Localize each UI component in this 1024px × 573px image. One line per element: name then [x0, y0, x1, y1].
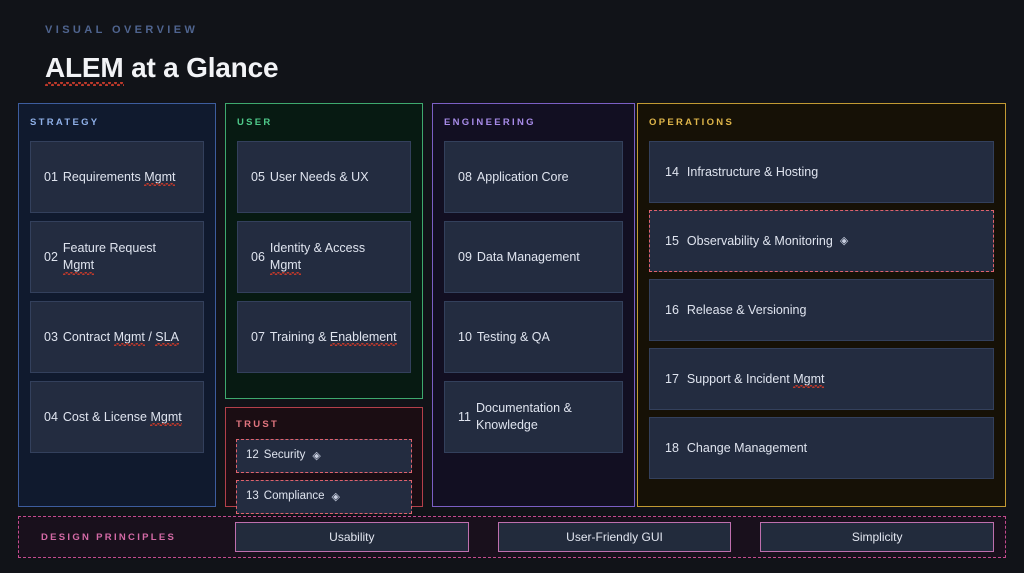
- column-operations: OPERATIONS 14 Infrastructure & Hosting 15 O…: [637, 103, 1006, 507]
- card-list-user: 05 User Needs & UX 06 Identity & Access Mgm…: [237, 141, 411, 373]
- eyebrow-label: VISUAL OVERVIEW: [45, 24, 199, 36]
- misspelled-word: SLA: [155, 329, 179, 347]
- capability-card[interactable]: 10 Testing & QA: [444, 301, 623, 373]
- principle-chip[interactable]: Usability: [235, 522, 469, 552]
- card-label: Compliance: [263, 490, 325, 503]
- card-label: Training & Enablement: [269, 329, 397, 347]
- card-number: 01: [44, 169, 58, 184]
- card-number: 05: [251, 169, 265, 184]
- card-label: Identity & Access Mgmt: [269, 241, 366, 275]
- card-label: Feature Request Mgmt: [62, 241, 157, 275]
- card-list-engineering: 08 Application Core 09 Data Management 10 Tes…: [444, 141, 623, 453]
- column-user: USER 05 User Needs & UX 06 Identity & Acces…: [225, 103, 423, 514]
- principle-chip-list: Usability User-Friendly GUI Simplicity: [235, 522, 995, 552]
- card-list-strategy: 01 Requirements Mgmt 02 Feature Request Mgm…: [30, 141, 204, 453]
- capability-card[interactable]: 17 Support & Incident Mgmt: [649, 348, 994, 410]
- panel-heading-user: USER: [237, 117, 273, 128]
- card-label: Application Core: [476, 169, 569, 184]
- card-number: 06: [251, 249, 265, 264]
- card-number: 09: [458, 249, 472, 264]
- panel-heading-strategy: STRATEGY: [30, 117, 100, 128]
- card-number: 10: [458, 329, 472, 344]
- card-label: Change Management: [686, 440, 808, 455]
- panel-engineering: ENGINEERING 08 Application Core 09 Data Man…: [432, 103, 635, 507]
- card-number: 12: [246, 449, 259, 462]
- capability-card[interactable]: 12 Security ◈: [236, 439, 412, 473]
- card-number: 14: [665, 164, 679, 179]
- panel-user: USER 05 User Needs & UX 06 Identity & Acces…: [225, 103, 423, 399]
- card-label: Contract Mgmt / SLA: [62, 329, 179, 347]
- capability-card[interactable]: 06 Identity & Access Mgmt: [237, 221, 411, 293]
- capability-card[interactable]: 11 Documentation & Knowledge: [444, 381, 623, 453]
- panel-heading-trust: TRUST: [236, 419, 280, 430]
- card-label: Observability & Monitoring: [686, 233, 833, 248]
- title-misspelled-word: ALEM: [45, 52, 124, 86]
- capability-card[interactable]: 14 Infrastructure & Hosting: [649, 141, 994, 203]
- capability-card[interactable]: 04 Cost & License Mgmt: [30, 381, 204, 453]
- capability-card[interactable]: 09 Data Management: [444, 221, 623, 293]
- panel-strategy: STRATEGY 01 Requirements Mgmt 02 Feature Re…: [18, 103, 216, 507]
- diamond-marker-icon: ◈: [312, 449, 321, 462]
- card-number: 17: [665, 371, 679, 386]
- capability-card[interactable]: 18 Change Management: [649, 417, 994, 479]
- card-number: 18: [665, 440, 679, 455]
- card-number: 02: [44, 249, 58, 264]
- title-rest: at a Glance: [123, 52, 279, 83]
- misspelled-word: Mgmt: [113, 329, 146, 347]
- card-number: 11: [458, 409, 471, 424]
- misspelled-word: Mgmt: [62, 258, 95, 275]
- misspelled-word: Mgmt: [269, 258, 302, 275]
- panel-heading-operations: OPERATIONS: [649, 117, 735, 128]
- diamond-marker-icon: ◈: [331, 490, 340, 503]
- panel-trust: TRUST 12 Security ◈ 13 Compliance ◈: [225, 407, 423, 514]
- panel-board: STRATEGY 01 Requirements Mgmt 02 Feature Re…: [18, 103, 1006, 514]
- card-label: Testing & QA: [476, 329, 550, 344]
- capability-card[interactable]: 07 Training & Enablement: [237, 301, 411, 373]
- misspelled-word: Mgmt: [144, 169, 176, 187]
- capability-card[interactable]: 16 Release & Versioning: [649, 279, 994, 341]
- card-number: 03: [44, 329, 58, 344]
- card-label: Infrastructure & Hosting: [686, 164, 819, 179]
- misspelled-word: Mgmt: [150, 409, 182, 427]
- principle-chip[interactable]: User-Friendly GUI: [497, 522, 732, 552]
- card-label: Security: [263, 449, 306, 462]
- panel-operations: OPERATIONS 14 Infrastructure & Hosting 15 O…: [637, 103, 1006, 507]
- card-label: Documentation & Knowledge: [475, 401, 572, 432]
- card-number: 15: [665, 233, 679, 248]
- card-list-trust: 12 Security ◈ 13 Compliance ◈: [236, 439, 412, 514]
- capability-card[interactable]: 03 Contract Mgmt / SLA: [30, 301, 204, 373]
- card-label: Requirements Mgmt: [62, 169, 176, 187]
- design-principles-label: DESIGN PRINCIPLES: [41, 531, 177, 543]
- capability-card[interactable]: 13 Compliance ◈: [236, 480, 412, 514]
- diamond-marker-icon: ◈: [839, 234, 849, 247]
- capability-card[interactable]: 02 Feature Request Mgmt: [30, 221, 204, 293]
- card-number: 08: [458, 169, 472, 184]
- capability-card[interactable]: 08 Application Core: [444, 141, 623, 213]
- capability-card[interactable]: 05 User Needs & UX: [237, 141, 411, 213]
- card-number: 04: [44, 409, 58, 424]
- page-title: ALEM at a Glance: [45, 52, 279, 86]
- panel-heading-engineering: ENGINEERING: [444, 117, 536, 128]
- design-principles-bar: DESIGN PRINCIPLES Usability User-Friendly…: [18, 516, 1006, 558]
- principle-chip[interactable]: Simplicity: [760, 522, 995, 552]
- capability-card[interactable]: 01 Requirements Mgmt: [30, 141, 204, 213]
- card-number: 13: [246, 490, 259, 503]
- misspelled-word: Mgmt: [793, 371, 825, 389]
- column-engineering: ENGINEERING 08 Application Core 09 Data Man…: [432, 103, 635, 507]
- misspelled-word: Enablement: [329, 329, 397, 347]
- card-label: User Needs & UX: [269, 169, 369, 184]
- capability-card[interactable]: 15 Observability & Monitoring ◈: [649, 210, 994, 272]
- card-label: Release & Versioning: [686, 302, 807, 317]
- card-number: 07: [251, 329, 265, 344]
- card-number: 16: [665, 302, 679, 317]
- card-label: Data Management: [476, 249, 580, 264]
- column-strategy: STRATEGY 01 Requirements Mgmt 02 Feature Re…: [18, 103, 216, 507]
- card-label: Cost & License Mgmt: [62, 409, 182, 427]
- card-list-operations: 14 Infrastructure & Hosting 15 Observabilit…: [649, 141, 994, 479]
- card-label: Support & Incident Mgmt: [686, 371, 825, 389]
